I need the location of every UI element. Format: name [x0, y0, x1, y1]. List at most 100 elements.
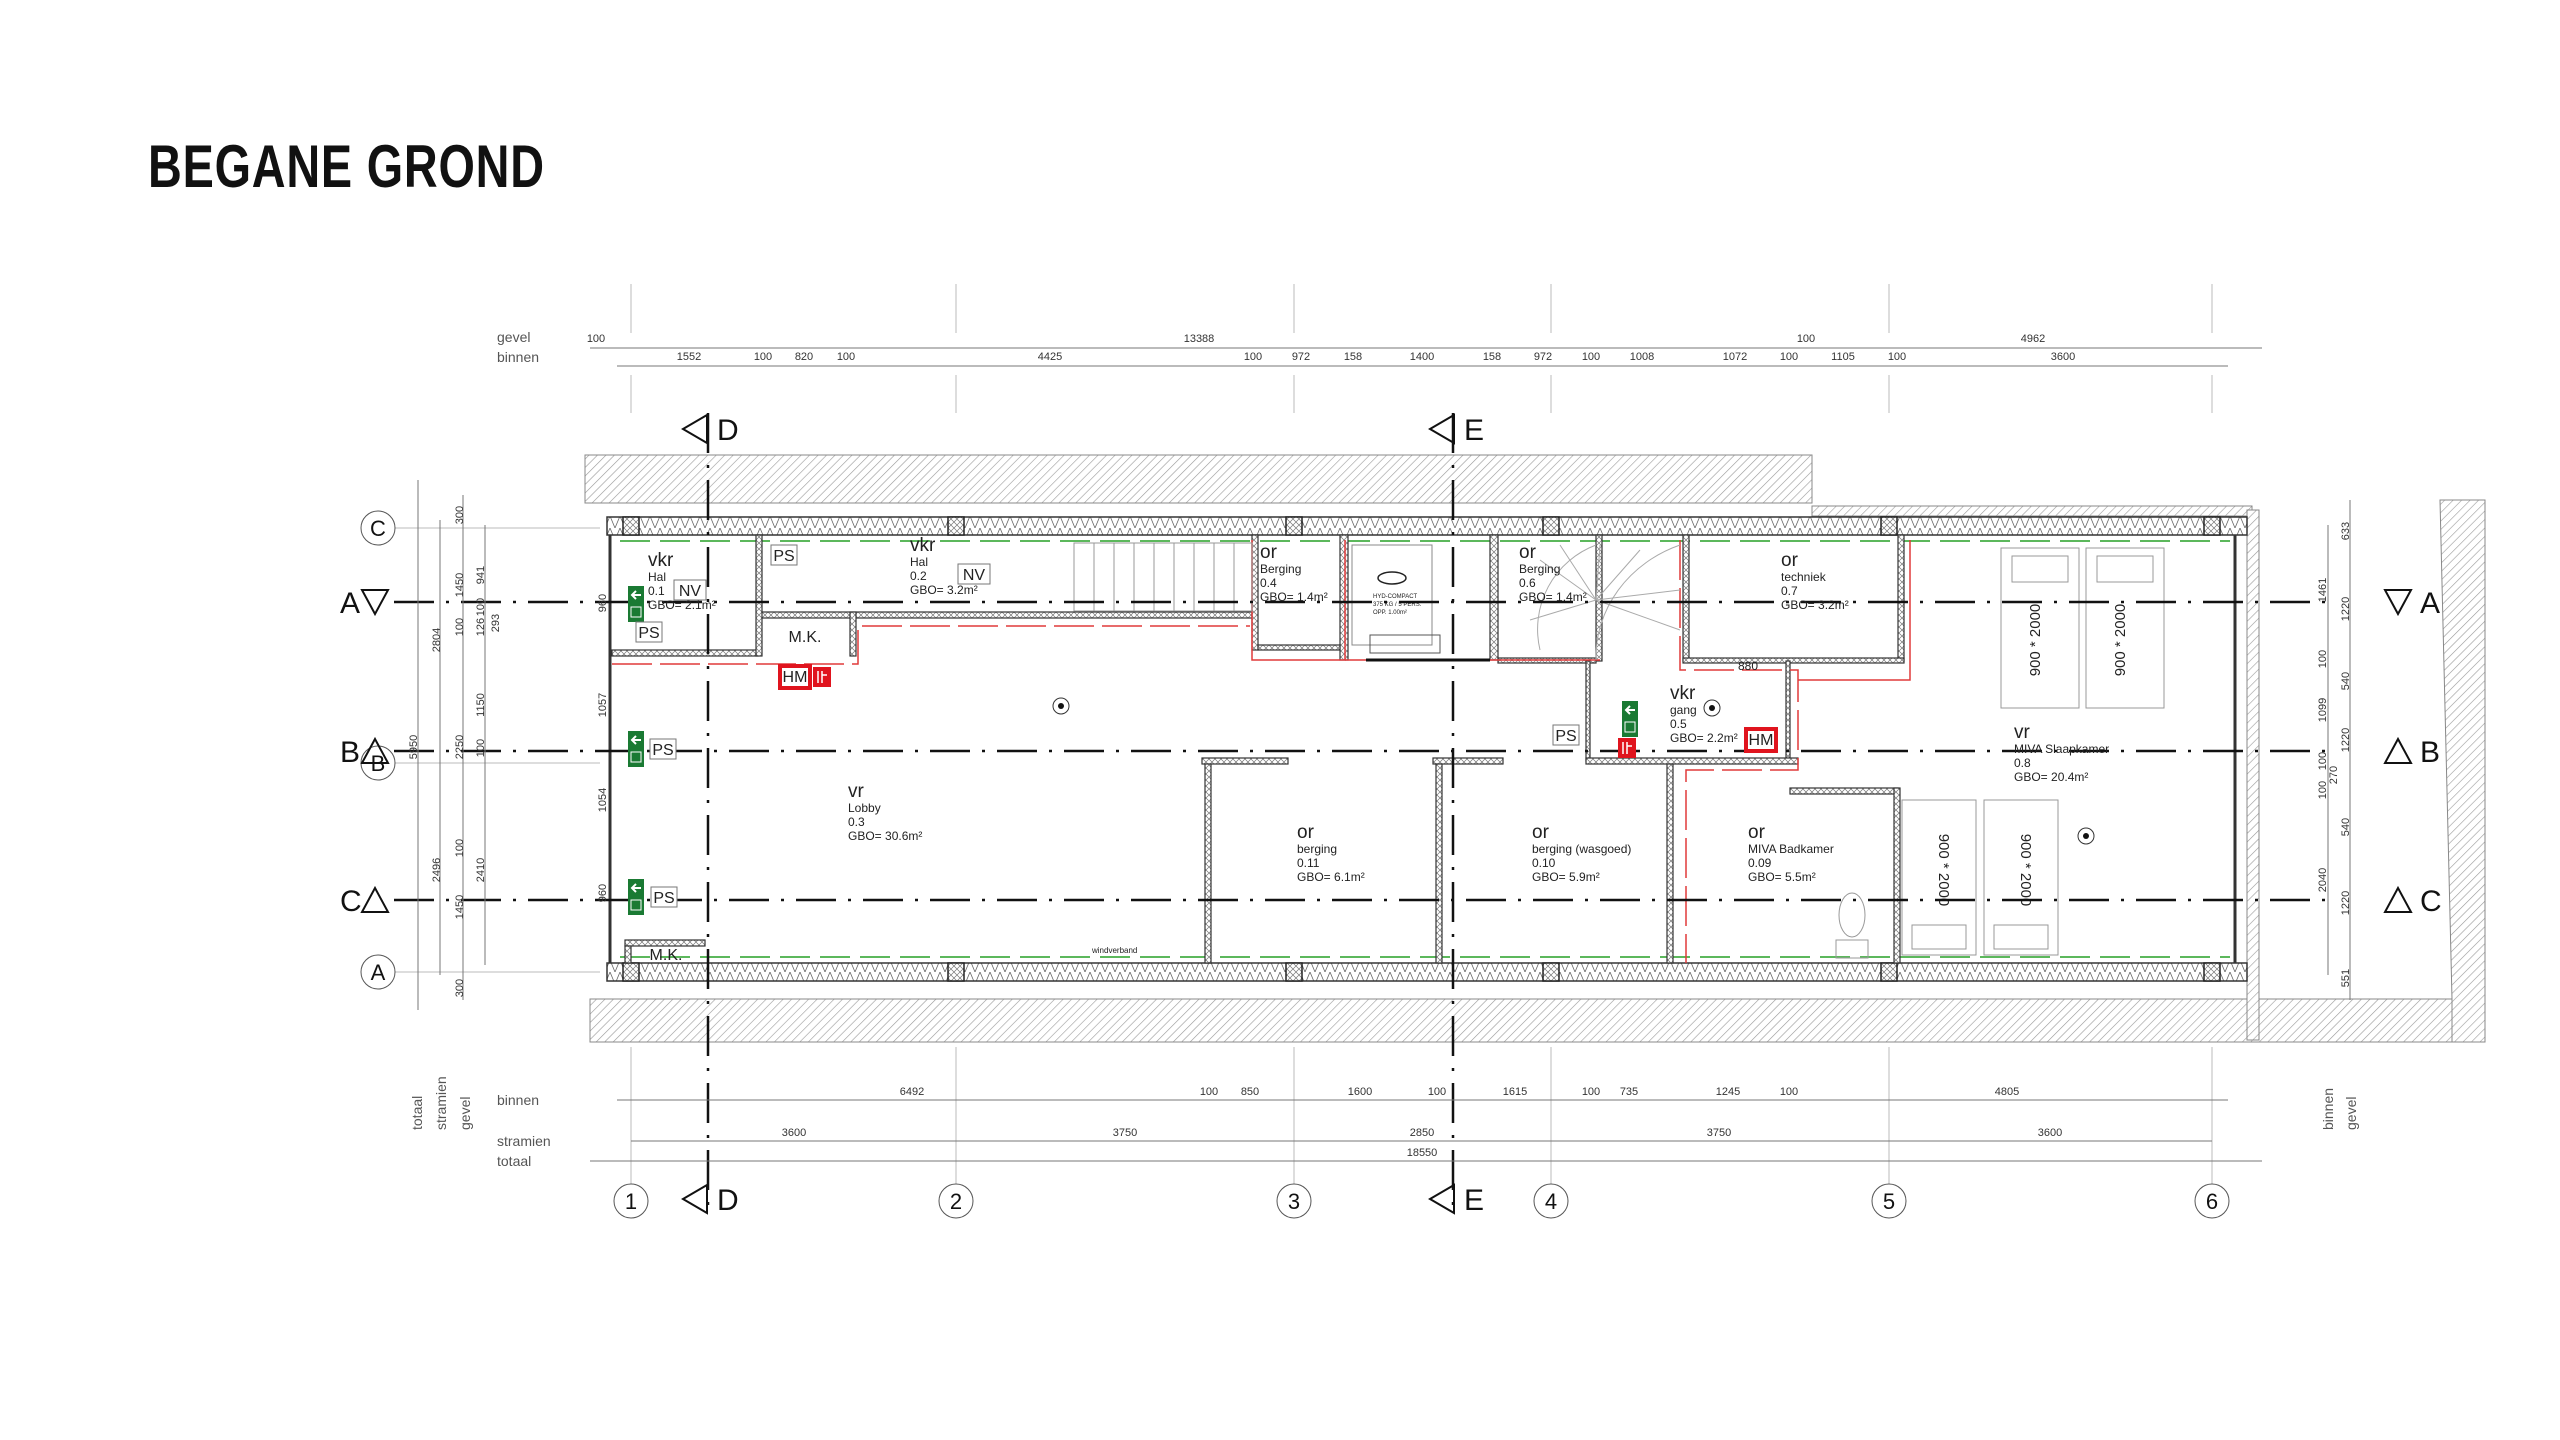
room-area: GBO= 20.4m²: [2014, 770, 2088, 784]
dimension-value: 100: [1780, 351, 1798, 363]
grid-bubble-row: A: [360, 954, 396, 990]
grid-bubble-column: 6: [2194, 1183, 2230, 1219]
column-marker: [1285, 516, 1303, 536]
exit-signs: [628, 586, 1638, 915]
column-marker: [1880, 962, 1898, 982]
dimension-value: 100: [2317, 752, 2329, 770]
room-area: GBO= 5.5m²: [1748, 870, 1816, 884]
section-marker: E: [1428, 413, 1484, 447]
section-marker-label: A: [340, 587, 360, 620]
column-marker: [947, 516, 965, 536]
dimension-value: 1600: [1348, 1086, 1372, 1098]
column-marker: [2203, 962, 2221, 982]
smoke-detector-icon: [1703, 699, 1721, 717]
dimension-value: 633: [2340, 522, 2352, 540]
dimension-value: 2250: [454, 735, 466, 759]
section-arrow-icon: [2383, 736, 2413, 764]
emergency-exit-sign-icon: [628, 879, 644, 915]
dimension-value: 100: [454, 618, 466, 636]
dimension-value: 1552: [677, 351, 701, 363]
dimension-total: 18550: [1407, 1147, 1438, 1159]
ps-tag: PS: [650, 886, 678, 908]
room-name: Hal: [910, 555, 928, 569]
section-lines: [394, 413, 2337, 1210]
section-arrow-icon: [1428, 1183, 1455, 1215]
section-marker-label: B: [340, 736, 360, 769]
elevator-area: OPP. 1.00m²: [1373, 610, 1407, 616]
smoke-detectors: [1052, 697, 2095, 845]
grid-bubble-label: 1: [625, 1189, 637, 1214]
dimension-value: 1450: [454, 895, 466, 919]
dimension-value: 2850: [1410, 1127, 1434, 1139]
grid-lines: [395, 284, 2213, 1185]
dimension-value: 1105: [1831, 351, 1855, 363]
bed-size-label: 900 * 2000: [2017, 834, 2034, 907]
dimension-value: 100: [1428, 1086, 1446, 1098]
room-area: GBO= 3.2m²: [1781, 598, 1849, 612]
dimension-value: 3600: [2051, 351, 2075, 363]
dimension-value: 100: [475, 598, 487, 616]
column-marker: [622, 962, 640, 982]
dimension-label-binnen: binnen: [497, 1092, 539, 1108]
dimension-value: 4425: [1038, 351, 1062, 363]
grid-bubble-label: A: [371, 960, 386, 985]
spiral-stair: [1529, 544, 1681, 661]
dimension-value: 100: [1888, 351, 1906, 363]
dimension-value: 2040: [2317, 868, 2329, 892]
room-number: 0.2: [910, 569, 927, 583]
room-number: 0.1: [648, 584, 665, 598]
dimension-value: 158: [1344, 351, 1362, 363]
windverband-label: windverband: [1091, 946, 1137, 955]
grid-bubble-label: 6: [2206, 1189, 2218, 1214]
facade-walls: [606, 516, 2248, 982]
mk-label-text: M.K.: [789, 629, 822, 646]
ps-tag: PS: [770, 544, 798, 566]
dimension-value: 1008: [1630, 351, 1654, 363]
mk-label-text: M.K.: [650, 947, 683, 964]
grid-bubble-column: 1: [613, 1183, 649, 1219]
dimension-label-stramien: stramien: [433, 1076, 449, 1130]
room-name: MIVA Badkamer: [1748, 842, 1834, 856]
nv-tag-label: NV: [679, 583, 702, 600]
ps-tag-label: PS: [1555, 728, 1576, 745]
emergency-exit-sign-icon: [628, 586, 644, 622]
room-type: or: [1297, 822, 1315, 843]
ps-tag-label: PS: [638, 625, 659, 642]
interior-walls: [611, 534, 1905, 964]
room-name: Berging: [1260, 562, 1301, 576]
dimension-value: 2410: [475, 858, 487, 882]
dimension-value: 5950: [408, 735, 420, 759]
ps-tag: PS: [1552, 724, 1580, 746]
room-type: or: [1748, 822, 1766, 843]
ps-tag: PS: [649, 738, 677, 760]
section-marker: A: [2383, 587, 2440, 620]
dimension-value: 1220: [2340, 728, 2352, 752]
section-marker-label: A: [2420, 587, 2440, 620]
beds: 900 * 2000 900 * 2000 900 * 2000 900 * 2…: [1901, 547, 2165, 956]
room-name: Berging: [1519, 562, 1560, 576]
section-arrow-icon: [1428, 413, 1455, 445]
section-arrow-icon: [681, 413, 708, 445]
dimension-value: 1057: [597, 693, 609, 717]
dimension-value: 4962: [2021, 333, 2045, 345]
dimension-value: 100: [475, 739, 487, 757]
dimension-value: 1054: [597, 788, 609, 812]
room-number: 0.11: [1297, 856, 1320, 870]
section-marker: C: [2383, 885, 2442, 918]
room-number: 0.8: [2014, 756, 2031, 770]
room-number: 0.09: [1748, 856, 1772, 870]
column-marker: [1880, 516, 1898, 536]
column-marker: [622, 516, 640, 536]
nv-tag-label: NV: [963, 567, 986, 584]
column-marker: [1285, 962, 1303, 982]
